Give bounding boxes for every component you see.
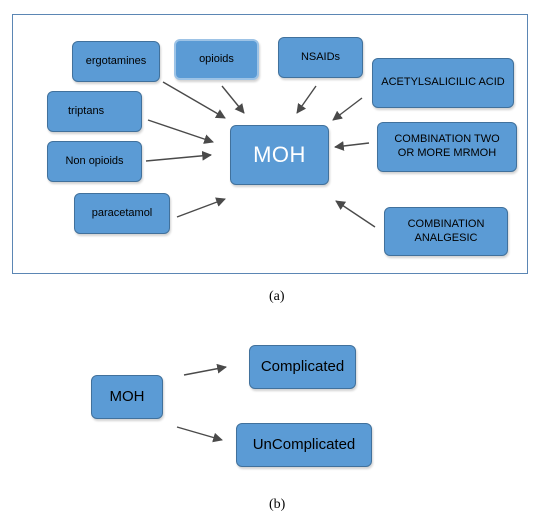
node-combination-two-or-more: COMBINATION TWO OR MORE MRMOH	[377, 122, 517, 172]
node-moh-hub-label: MOH	[253, 142, 306, 168]
node-non-opioids-label: Non opioids	[65, 154, 124, 167]
node-uncomplicated: UnComplicated	[236, 423, 372, 467]
node-non-opioids: Non opioids	[47, 141, 142, 182]
node-moh-source: MOH	[91, 375, 163, 419]
node-combination-analgesic-line2: ANALGESIC	[414, 231, 478, 244]
node-acetylsalicilic-acid: ACETYLSALICILIC ACID	[372, 58, 514, 108]
node-complicated: Complicated	[249, 345, 356, 389]
node-opioids: opioids	[174, 39, 259, 80]
node-nsaids-label: NSAIDs	[300, 50, 341, 63]
node-ergotamines-label: ergotamines	[85, 54, 147, 67]
node-combination-analgesic-line1: COMBINATION	[407, 217, 485, 230]
node-moh-source-label: MOH	[109, 387, 145, 405]
arrow-moh-to-uncomplicated	[176, 426, 223, 443]
caption-panel-a: (a)	[269, 289, 285, 304]
node-acetylsalicilic-acid-label: ACETYLSALICILIC ACID	[381, 76, 505, 89]
node-complicated-label: Complicated	[260, 357, 345, 375]
node-triptans-label: triptans	[68, 104, 105, 117]
node-paracetamol: paracetamol	[74, 193, 170, 234]
node-combination-two-line2: OR MORE MRMOH	[397, 147, 497, 159]
node-paracetamol-label: paracetamol	[91, 206, 153, 219]
node-nsaids: NSAIDs	[278, 37, 363, 78]
arrow-moh-to-complicated	[183, 363, 227, 376]
node-uncomplicated-label: UnComplicated	[252, 435, 356, 453]
node-moh-hub: MOH	[230, 125, 329, 185]
caption-panel-b: (b)	[269, 497, 286, 512]
node-opioids-label: opioids	[199, 52, 234, 65]
node-combination-analgesic: COMBINATION ANALGESIC	[384, 207, 508, 256]
node-combination-two-line1: COMBINATION TWO	[394, 133, 500, 146]
node-ergotamines: ergotamines	[72, 41, 160, 82]
panel-a-frame	[12, 14, 528, 274]
node-triptans: triptans	[47, 91, 142, 132]
